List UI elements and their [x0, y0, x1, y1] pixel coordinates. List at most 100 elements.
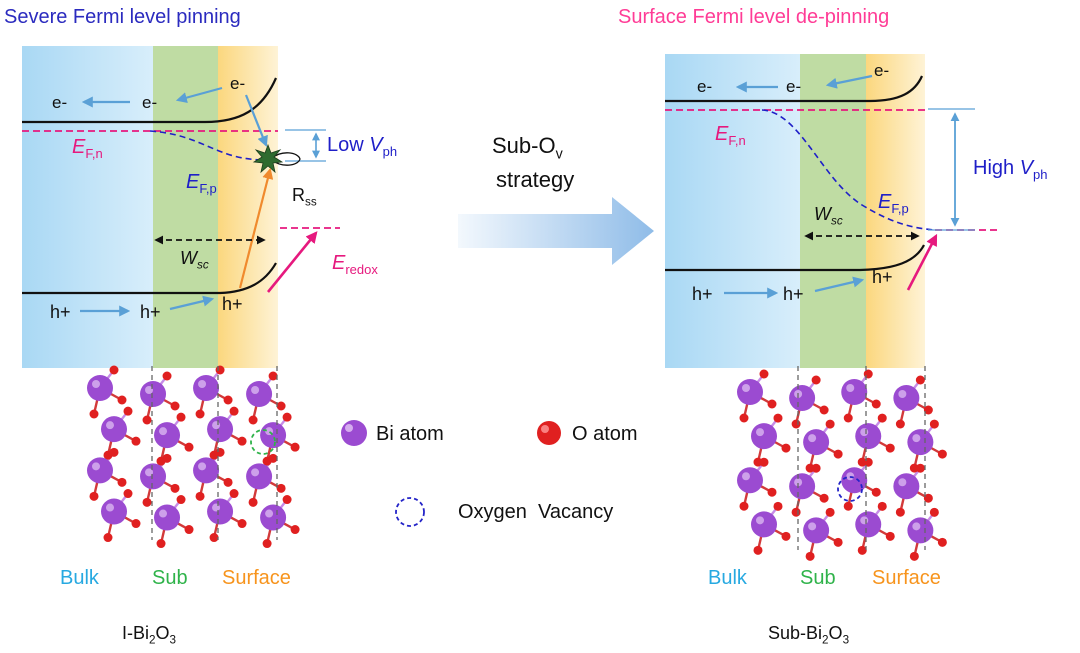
o-atom — [781, 443, 791, 453]
right-sub-zone — [800, 54, 866, 368]
left-hole-arrow-2 — [169, 295, 215, 311]
o-atom — [176, 495, 186, 505]
o-atom — [805, 551, 815, 561]
o-atom — [176, 412, 186, 422]
left-wsc-label: Wsc — [180, 248, 209, 272]
bi-atom — [855, 511, 882, 538]
bi-atom-highlight — [794, 478, 803, 487]
bi-atom — [154, 422, 181, 449]
bi-atom — [193, 457, 220, 484]
o-atom — [276, 401, 286, 411]
right-electron-label-3: e- — [874, 61, 890, 80]
legend-o-atom-icon — [537, 421, 561, 445]
right-high-vph-label: High Vph — [973, 157, 1048, 182]
o-atom — [109, 447, 119, 457]
bi-atom — [803, 517, 830, 544]
bi-atom-highlight — [808, 434, 817, 443]
o-atom — [753, 545, 763, 555]
right-efp-label: EF,p — [878, 191, 909, 216]
left-sub-zone — [153, 46, 218, 368]
left-surface-zone — [218, 46, 278, 368]
right-valence-band — [665, 244, 925, 272]
right-redox-arrow — [906, 233, 938, 291]
o-atom — [843, 413, 853, 423]
bi-atom-highlight — [898, 390, 907, 398]
right-region-surface: Surface — [872, 567, 941, 589]
legend-oxygen-vacancy-label: Oxygen Vacancy — [458, 501, 614, 523]
bi-atom — [87, 375, 113, 401]
right-efp-line — [761, 109, 936, 231]
left-efp-label: EF,p — [186, 171, 217, 196]
legend-bi-atom-icon — [341, 420, 367, 446]
o-atom — [863, 369, 873, 379]
bi-atom-highlight — [106, 421, 114, 430]
bi-atom — [907, 429, 934, 456]
bi-atom — [101, 416, 127, 443]
bi-atom — [140, 381, 167, 407]
bi-atom — [789, 385, 816, 411]
bi-atom-highlight — [846, 384, 855, 392]
right-region-sub: Sub — [800, 567, 836, 589]
left-hole-to-trap-arrow — [238, 167, 274, 289]
o-atom — [162, 453, 172, 463]
o-atom — [825, 507, 835, 517]
bi-atom-highlight — [145, 386, 154, 394]
left-valence-band — [22, 262, 277, 295]
o-atom — [237, 436, 247, 446]
legend-oxygen-vacancy-icon — [395, 497, 425, 527]
o-atom — [811, 463, 821, 473]
bi-atom — [841, 379, 868, 405]
o-atom — [290, 442, 300, 452]
o-atom — [739, 413, 749, 423]
o-atom — [759, 457, 769, 467]
o-atom — [170, 401, 180, 411]
right-bulk-zone — [665, 54, 800, 368]
o-atom — [184, 525, 194, 535]
left-electron-label-3: e- — [230, 74, 246, 93]
bi-atom-highlight — [212, 503, 221, 512]
bi-atom-highlight — [265, 509, 274, 518]
right-wsc-label: Wsc — [814, 204, 843, 228]
left-redox-arrow — [266, 231, 318, 293]
left-title: Severe Fermi level pinning — [4, 6, 241, 28]
o-atom — [156, 539, 166, 549]
bi-atom-highlight — [212, 421, 221, 430]
o-atom — [117, 477, 127, 487]
o-atom — [123, 406, 133, 416]
o-atom — [857, 545, 867, 555]
left-region-surface: Surface — [222, 567, 291, 589]
o-atom — [819, 405, 829, 415]
bi-atom-highlight — [106, 503, 114, 512]
left-electron-label-2: e- — [142, 93, 158, 112]
bi-atom-highlight — [92, 380, 100, 388]
bi-atom — [87, 457, 113, 484]
o-atom — [791, 507, 801, 517]
o-atom — [843, 501, 853, 511]
o-atom — [268, 453, 278, 463]
bi-atom-highlight — [860, 428, 869, 437]
bi-atom — [841, 467, 868, 494]
left-eredox-label: Eredox — [332, 252, 378, 277]
bi-atom-highlight — [912, 522, 921, 531]
bi-atom — [246, 463, 273, 490]
o-atom — [885, 531, 895, 541]
left-rss-label: Rss — [292, 185, 317, 209]
o-atom — [915, 463, 925, 473]
o-atom — [248, 497, 258, 507]
right-hole-label-1: h+ — [692, 284, 713, 304]
bi-atom — [193, 375, 220, 401]
bi-atom — [737, 379, 763, 405]
o-atom — [923, 405, 933, 415]
o-atom — [863, 457, 873, 467]
o-atom — [248, 415, 258, 425]
right-oxygen-vacancy-icon — [837, 476, 863, 502]
left-efn-label: EF,n — [72, 136, 103, 161]
o-atom — [811, 375, 821, 385]
left-crystal-structure — [87, 365, 300, 549]
left-efp-line — [149, 130, 267, 161]
o-atom — [895, 419, 905, 429]
right-surface-zone — [866, 54, 925, 368]
bi-atom — [207, 498, 234, 525]
